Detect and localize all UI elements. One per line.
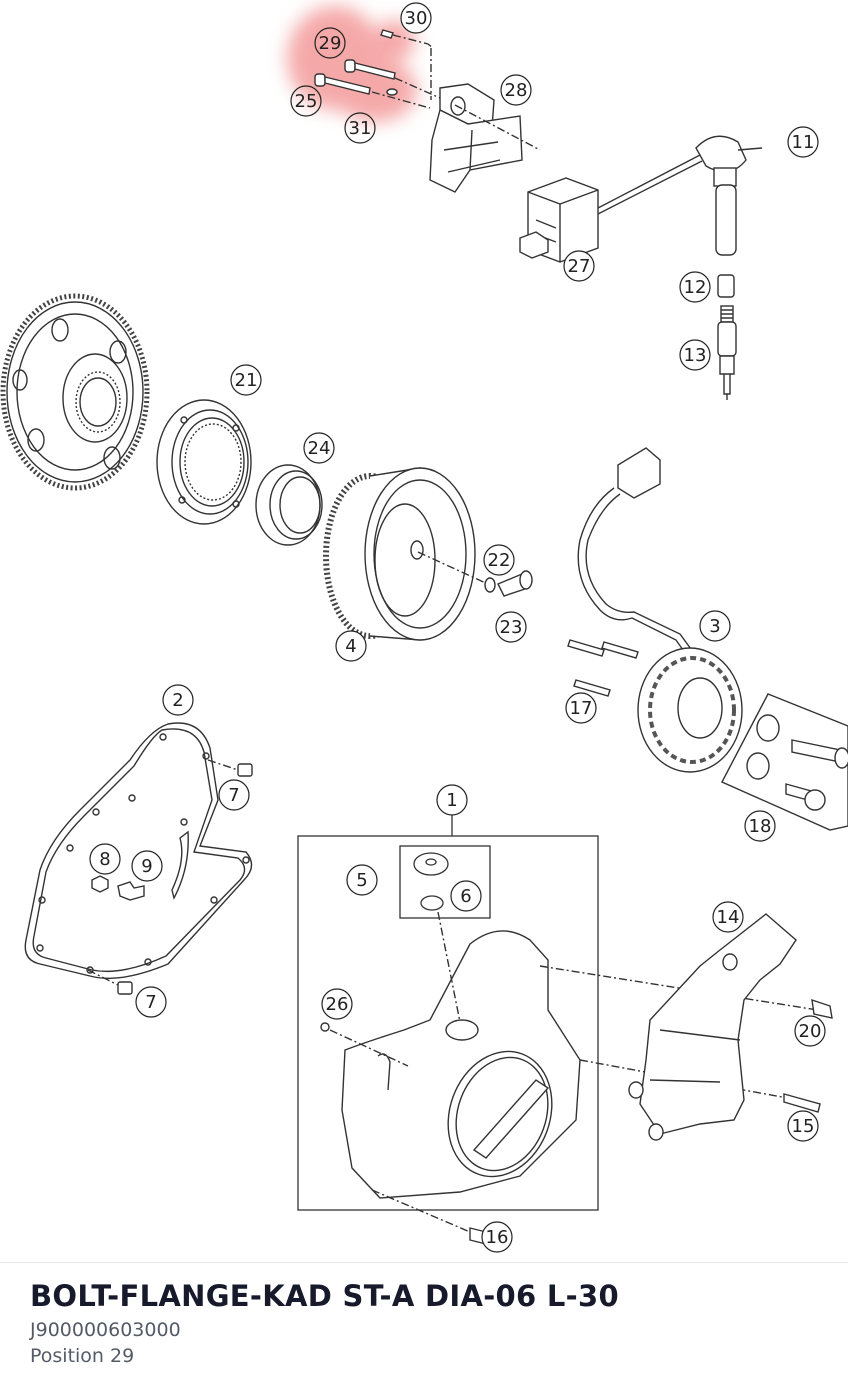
callout-14[interactable]: 14: [712, 901, 744, 933]
svg-text:2: 2: [172, 690, 183, 711]
svg-text:14: 14: [717, 907, 740, 928]
part-number: J900000603000: [30, 1319, 181, 1341]
svg-text:7: 7: [145, 992, 156, 1013]
callout-17[interactable]: 17: [565, 692, 597, 724]
svg-text:22: 22: [488, 550, 511, 571]
svg-text:23: 23: [500, 617, 523, 638]
svg-text:1: 1: [446, 790, 457, 811]
stator: [567, 447, 743, 773]
svg-text:21: 21: [235, 370, 258, 391]
dowel-pins: [87, 759, 253, 995]
callout-13[interactable]: 13: [679, 339, 711, 371]
svg-text:4: 4: [345, 636, 356, 657]
svg-text:16: 16: [486, 1227, 509, 1248]
callout-15[interactable]: 15: [787, 1110, 819, 1142]
svg-text:20: 20: [799, 1021, 822, 1042]
callout-23[interactable]: 23: [495, 611, 527, 643]
callout-4[interactable]: 4: [335, 630, 367, 662]
callout-29[interactable]: 29: [314, 27, 346, 59]
callout-labels: 30 29 28 25 31 11 27 12 13 21 24 22 23 3…: [89, 2, 826, 1253]
callout-28[interactable]: 28: [500, 74, 532, 106]
svg-text:26: 26: [326, 994, 349, 1015]
callout-22[interactable]: 22: [483, 544, 515, 576]
svg-text:31: 31: [349, 118, 372, 139]
callout-5[interactable]: 5: [346, 864, 378, 896]
flywheel-nut: [484, 570, 533, 597]
svg-text:8: 8: [99, 849, 110, 870]
callout-8[interactable]: 8: [89, 843, 121, 875]
clutch-plate: [156, 399, 252, 525]
svg-text:11: 11: [792, 132, 815, 153]
callout-18[interactable]: 18: [744, 810, 776, 842]
callout-6[interactable]: 6: [450, 880, 482, 912]
svg-text:15: 15: [792, 1116, 815, 1137]
callout-30[interactable]: 30: [400, 2, 432, 34]
svg-text:12: 12: [684, 277, 707, 298]
starter-gear: [0, 293, 150, 491]
exploded-parts-diagram: 30 29 28 25 31 11 27 12 13 21 24 22 23 3…: [0, 2, 848, 1253]
ignition-coil-assembly: [314, 29, 763, 400]
callout-24[interactable]: 24: [303, 432, 335, 464]
callout-3[interactable]: 3: [699, 610, 731, 642]
callout-21[interactable]: 21: [230, 364, 262, 396]
svg-text:18: 18: [749, 816, 772, 837]
cover-gasket: [24, 722, 253, 979]
highlight-glow: [287, 6, 417, 122]
svg-text:13: 13: [684, 345, 707, 366]
callout-11[interactable]: 11: [787, 126, 819, 158]
stator-screw-kit: [721, 693, 848, 831]
callout-9[interactable]: 9: [131, 850, 163, 882]
callout-31[interactable]: 31: [344, 112, 376, 144]
callout-7b[interactable]: 7: [135, 986, 167, 1018]
flywheel: [323, 467, 491, 641]
callout-12[interactable]: 12: [679, 271, 711, 303]
svg-text:6: 6: [460, 886, 471, 907]
callout-1[interactable]: 1: [436, 784, 468, 816]
part-info-panel: BOLT-FLANGE-KAD ST-A DIA-06 L-30 J900000…: [0, 1262, 848, 1391]
svg-text:3: 3: [709, 616, 720, 637]
callout-2[interactable]: 2: [162, 684, 194, 716]
callout-26[interactable]: 26: [321, 988, 353, 1020]
callout-20[interactable]: 20: [794, 1015, 826, 1047]
svg-text:27: 27: [568, 256, 591, 277]
ignition-cover-kit-box: [297, 812, 599, 1211]
needle-bearing: [255, 464, 323, 546]
inner-cover: [628, 913, 833, 1141]
svg-text:5: 5: [356, 870, 367, 891]
svg-text:9: 9: [141, 856, 152, 877]
svg-text:28: 28: [505, 80, 528, 101]
svg-text:25: 25: [295, 91, 318, 112]
callout-16[interactable]: 16: [481, 1221, 513, 1253]
ignition-cover: [320, 911, 831, 1245]
svg-text:17: 17: [570, 698, 593, 719]
callout-27[interactable]: 27: [563, 250, 595, 282]
callout-7a[interactable]: 7: [218, 779, 250, 811]
svg-text:24: 24: [308, 438, 331, 459]
svg-text:29: 29: [319, 33, 342, 54]
svg-text:30: 30: [405, 8, 428, 29]
callout-25[interactable]: 25: [290, 85, 322, 117]
part-position: Position 29: [30, 1345, 135, 1367]
svg-text:7: 7: [228, 785, 239, 806]
part-name: BOLT-FLANGE-KAD ST-A DIA-06 L-30: [30, 1279, 619, 1313]
